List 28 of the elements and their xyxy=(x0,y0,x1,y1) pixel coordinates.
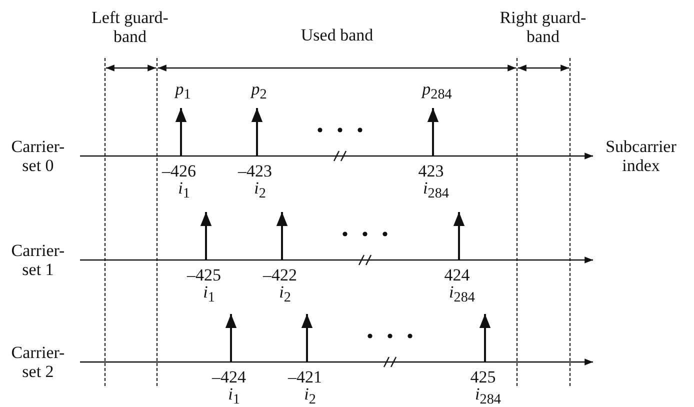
row-label: Carrier-set 0 xyxy=(10,137,66,175)
index-label: i$_{1}$ xyxy=(178,178,190,204)
index-label: i$_{2}$ xyxy=(304,384,316,407)
index-label: i$_{2}$ xyxy=(279,282,291,308)
subcarrier-number: –426 xyxy=(162,162,196,180)
subcarrier-number: 424 xyxy=(444,266,470,284)
index-label: i$_{1}$ xyxy=(228,384,240,407)
band-label: Left guard-band xyxy=(90,8,170,46)
index-label: i$_{284}$ xyxy=(475,384,501,407)
index-label: i$_{284}$ xyxy=(423,178,449,204)
subcarrier-number: –425 xyxy=(187,266,221,284)
band-label: Right guard-band xyxy=(498,8,588,46)
band-label: Used band xyxy=(300,26,374,44)
row-label: Carrier-set 1 xyxy=(10,241,66,279)
subcarrier-number: –422 xyxy=(263,266,297,284)
pilot-value-label: p$_{2}$ xyxy=(251,79,267,105)
subcarrier-number: –424 xyxy=(212,368,246,386)
row-label: Carrier-set 2 xyxy=(10,343,66,381)
axis-label: Subcarrier index xyxy=(604,137,678,175)
pilot-value-label: p$_{1}$ xyxy=(175,79,191,105)
subcarrier-number: 423 xyxy=(418,162,444,180)
pilot-value-label: p$_{284}$ xyxy=(422,79,452,105)
index-label: i$_{284}$ xyxy=(449,282,475,308)
subcarrier-number: 425 xyxy=(470,368,496,386)
index-label: i$_{2}$ xyxy=(254,178,266,204)
index-label: i$_{1}$ xyxy=(203,282,215,308)
subcarrier-number: –423 xyxy=(238,162,272,180)
subcarrier-number: –421 xyxy=(288,368,322,386)
